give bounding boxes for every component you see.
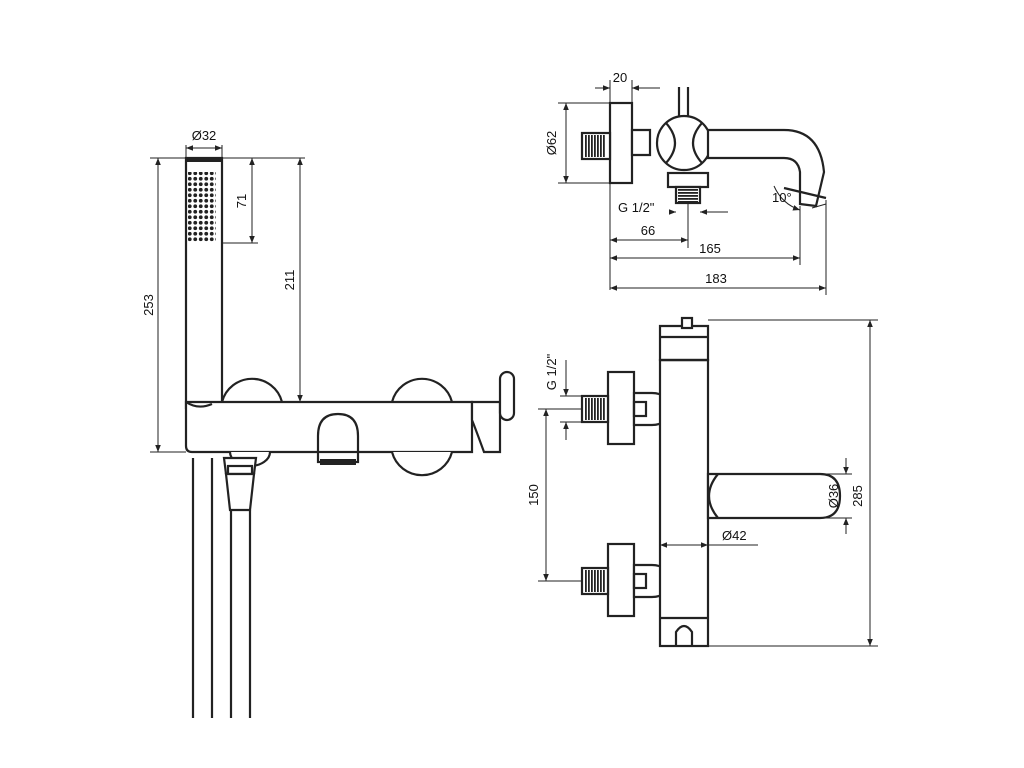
label-inlet-spacing: 150 [526,484,541,506]
front-view: G 1/2" 150 Ø36 285 Ø42 [526,316,878,648]
label-handset-height: 253 [141,294,156,316]
wall-plate [608,101,634,185]
label-spout-diameter: Ø36 [826,484,841,509]
lever-side [470,370,516,454]
dim-grip-height: 211 [282,158,305,403]
label-head-length: 71 [234,194,249,208]
spout-top [706,128,826,208]
label-grip-height: 211 [282,270,297,291]
shower-hose [191,458,252,718]
label-inlet-thread-front: G 1/2" [544,353,559,390]
label-wall-plate-diameter: Ø62 [544,131,559,156]
dim-inlet-thread-front: G 1/2" [544,353,582,440]
spout-front [706,472,842,520]
mixer-body-front [658,316,710,648]
label-overall-depth: 183 [705,271,727,286]
left-view: Ø32 253 71 211 [141,128,516,718]
label-inlet-thread-side: G 1/2" [618,200,655,215]
dim-spout-reach: 165 [610,206,801,265]
dim-wall-plate-depth: 20 [595,70,660,103]
mixer-body-top [655,114,713,172]
label-outlet-offset: 66 [641,223,655,238]
left-handle-disc [220,377,284,403]
dim-inlet-spacing: 150 [526,408,582,582]
hand-shower [184,156,224,410]
dim-outlet-offset: 66 [609,183,689,290]
dim-body-diameter: Ø42 [660,528,758,548]
lower-wall-plate [606,542,636,618]
dim-handset-height: 253 [141,157,186,453]
right-handle-disc [390,377,454,403]
label-overall-height: 285 [850,485,865,507]
hose-connector [222,456,258,512]
dim-overall-depth: 183 [610,200,827,295]
label-wall-plate-depth: 20 [613,70,627,85]
dim-wall-plate-diameter: Ø62 [544,102,610,184]
spout-side [316,412,360,465]
label-spout-reach: 165 [699,241,721,256]
dim-spout-diameter: Ø36 [820,458,852,534]
dim-handset-diameter: Ø32 [185,128,223,158]
dim-inlet-thread-side: G 1/2" [618,200,728,215]
label-spout-angle: 10° [772,190,792,205]
label-body-diameter: Ø42 [722,528,747,543]
dim-overall-height: 285 [708,319,878,647]
upper-wall-plate [606,370,636,446]
dim-head-length: 71 [222,157,305,244]
label-handset-diameter: Ø32 [192,128,217,143]
top-view: 20 Ø62 G 1/2" 66 165 183 [544,70,827,295]
dim-spout-angle: 10° [772,185,827,211]
